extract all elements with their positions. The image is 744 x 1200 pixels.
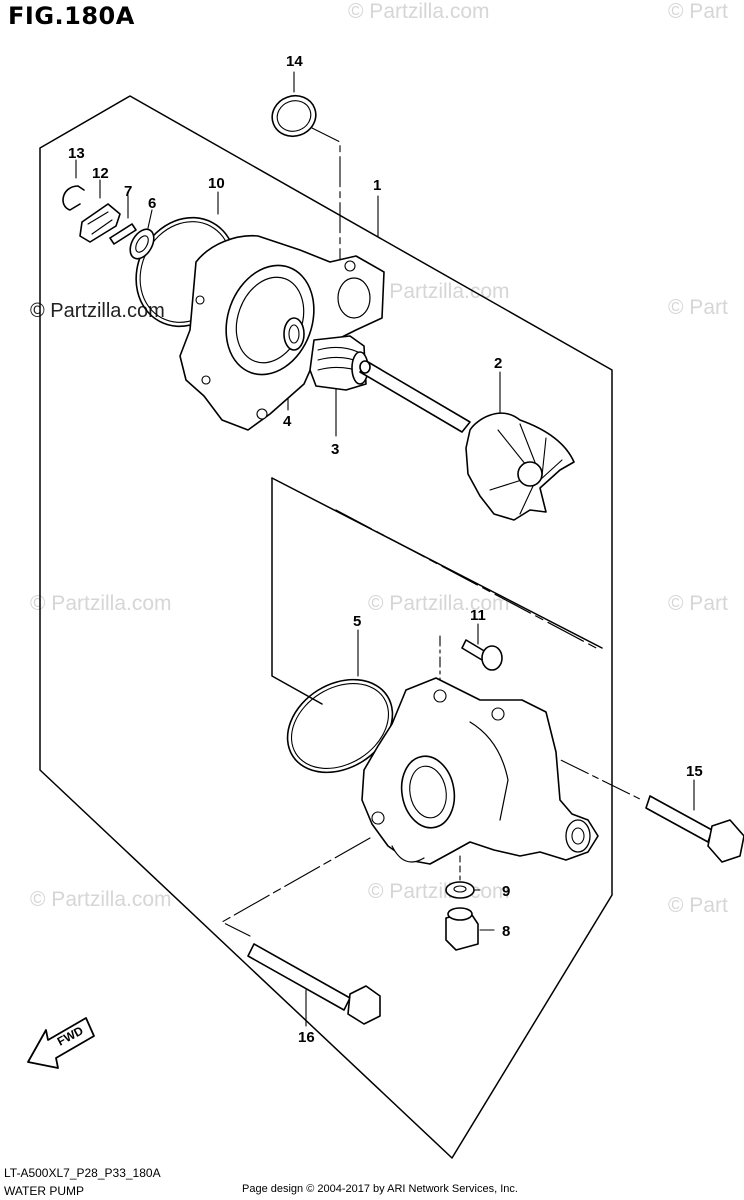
callout-12: 12 xyxy=(92,165,109,182)
callout-7: 7 xyxy=(124,183,132,200)
watermark: © Partzilla.com xyxy=(30,592,172,615)
fwd-arrow-icon: FWD xyxy=(27,1017,95,1069)
bolt-15 xyxy=(645,795,744,863)
o-ring-14 xyxy=(271,94,317,138)
bolt-16 xyxy=(247,943,381,1025)
subassembly-bracket xyxy=(271,477,323,705)
callout-9: 9 xyxy=(502,883,510,900)
watermark-edge: © Part xyxy=(668,894,728,917)
o-ring-5 xyxy=(286,678,394,774)
pump-case xyxy=(361,677,599,865)
callout-13: 13 xyxy=(68,145,85,162)
screw-11 xyxy=(461,639,503,671)
washer-6 xyxy=(129,228,155,260)
watermark: © Partzilla.com xyxy=(368,592,510,615)
pin-7 xyxy=(109,223,137,245)
mechanical-seal-3 xyxy=(309,335,369,391)
callout-6: 6 xyxy=(148,195,156,212)
watermark: © Partzilla.com xyxy=(368,280,510,303)
subassembly-bracket-centerline xyxy=(335,509,601,651)
watermark: © Partzilla.com xyxy=(348,0,490,23)
watermark-edge: © Part xyxy=(668,0,728,23)
callout-10: 10 xyxy=(208,175,225,192)
watermark: © Partzilla.com xyxy=(368,880,510,903)
model-code: LT-A500XL7_P28_P33_180A xyxy=(4,1166,161,1180)
callout-2: 2 xyxy=(494,355,502,372)
oil-seal-4 xyxy=(283,317,305,351)
callout-5: 5 xyxy=(353,613,361,630)
watermark-dark: © Partzilla.com xyxy=(30,300,165,322)
watermark-edge: © Part xyxy=(668,296,728,319)
clip-13 xyxy=(62,185,85,211)
callout-15: 15 xyxy=(686,763,703,780)
gasket-9 xyxy=(445,881,475,899)
page-design-credit: Page design © 2004-2017 by ARI Network S… xyxy=(242,1183,518,1195)
retainer-12 xyxy=(79,203,121,243)
impeller-shaft-2 xyxy=(359,360,575,521)
callout-1: 1 xyxy=(373,177,381,194)
callout-11: 11 xyxy=(470,607,486,624)
leader-lines xyxy=(75,71,695,1027)
callout-16: 16 xyxy=(298,1029,315,1046)
callout-3: 3 xyxy=(331,441,339,458)
callout-14: 14 xyxy=(286,53,303,70)
drain-bolt-8 xyxy=(445,907,479,951)
figure-title: FIG.180A xyxy=(8,2,135,30)
section-name: WATER PUMP xyxy=(4,1184,84,1198)
watermark: © Partzilla.com xyxy=(30,888,172,911)
callout-8: 8 xyxy=(502,923,510,940)
callout-4: 4 xyxy=(283,413,292,430)
assembly-frame xyxy=(39,95,613,1159)
watermark-edge: © Part xyxy=(668,592,728,615)
pump-cover-1 xyxy=(179,234,385,431)
